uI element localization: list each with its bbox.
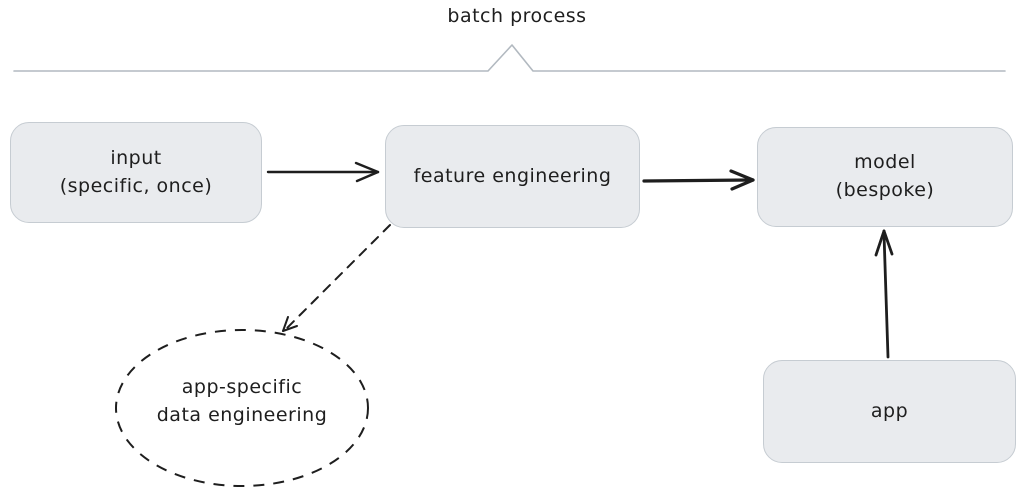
arrow-feature-engineering-to-model (642, 169, 755, 191)
data-engineering-label: app-specific data engineering (115, 374, 369, 429)
batch-process-brace (13, 44, 1006, 72)
arrow-input-to-feature-engineering (266, 161, 380, 183)
batch-process-label: batch process (447, 5, 587, 27)
node-model-line1: model (854, 151, 916, 174)
data-engineering-line1: app-specific (181, 376, 303, 398)
node-app-label: app (870, 399, 909, 422)
node-model[interactable]: model (bespoke) (757, 127, 1013, 227)
arrow-app-to-model (874, 229, 894, 359)
data-engineering-line2: data engineering (156, 403, 328, 426)
data-engineering-ellipse[interactable] (115, 329, 369, 487)
node-model-line2: (bespoke) (835, 179, 935, 201)
dashed-arrow-feature-engineering-to-data-engineering (282, 224, 391, 332)
node-input-line1: input (110, 146, 162, 169)
node-app[interactable]: app (763, 360, 1016, 463)
node-feature-engineering-label: feature engineering (413, 164, 612, 187)
node-input[interactable]: input (specific, once) (10, 122, 262, 223)
node-feature-engineering[interactable]: feature engineering (385, 125, 640, 228)
node-input-line2: (specific, once) (59, 174, 213, 197)
